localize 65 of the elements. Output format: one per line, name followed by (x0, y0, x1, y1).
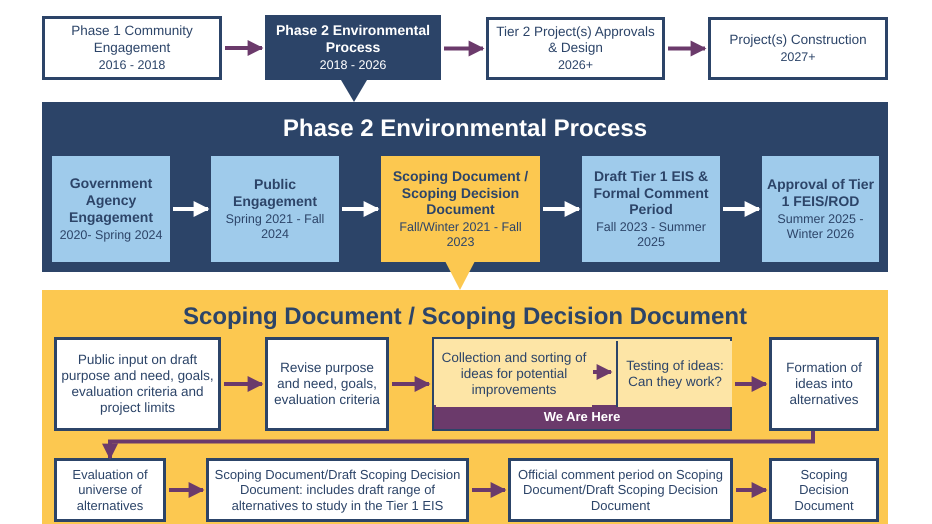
step-box (762, 156, 879, 262)
step-title: Formation of ideas into alternatives (785, 360, 863, 408)
process-box (508, 458, 733, 522)
step-title: Phase 2 Environmental Process (274, 22, 432, 56)
date-range: 2026+ (558, 58, 594, 74)
arrow (472, 482, 507, 498)
arrow (224, 376, 264, 392)
step-title: Official comment period on Scoping Document/Draft Scoping Decision Document (517, 467, 724, 513)
arrow (173, 201, 210, 217)
step-title: Project(s) Construction (729, 32, 867, 48)
arrow (444, 40, 485, 56)
scoping-panel (42, 290, 888, 524)
process-box (769, 337, 879, 431)
status-label: We Are Here (544, 408, 620, 426)
date-range: Fall 2023 - Summer 2025 (595, 220, 707, 250)
step-title: Scoping Decision Document (793, 467, 855, 513)
process-box (206, 458, 469, 522)
date-range: 2018 - 2026 (320, 58, 386, 73)
date-range: 2016 - 2018 (98, 58, 166, 73)
step-box (381, 156, 540, 262)
process-box (708, 17, 888, 80)
process-box (616, 341, 732, 407)
arrow (102, 431, 815, 460)
date-range: 2020- Spring 2024 (60, 228, 162, 243)
step-title: Testing of ideas: Can they work? (625, 358, 725, 390)
step-box (211, 156, 339, 262)
arrow (723, 201, 761, 217)
arrow (735, 376, 768, 392)
arrow (543, 201, 581, 217)
date-range: Fall/Winter 2021 - Fall 2023 (398, 220, 523, 250)
phase-box (265, 15, 441, 80)
step-title: Approval of Tier 1 FEIS/ROD (766, 176, 875, 210)
process-box (486, 17, 665, 80)
process-box (769, 458, 879, 522)
step-title: Government Agency Engagement (68, 175, 154, 226)
step-title: Collection and sorting of ideas for potential improvements (440, 350, 588, 398)
step-title: Evaluation of universe of alternatives (71, 467, 149, 513)
step-title: Draft Tier 1 EIS & Formal Comment Period (592, 168, 710, 218)
process-box (42, 16, 222, 80)
process-box (54, 337, 221, 431)
arrow (342, 201, 380, 217)
arrow (593, 364, 613, 380)
process-box (54, 458, 166, 522)
panel-title: Phase 2 Environmental Process (282, 114, 648, 144)
date-range: Summer 2025 - Winter 2026 (776, 212, 865, 242)
step-title: Scoping Document / Scoping Decision Document (392, 168, 530, 218)
step-title: Public input on draft purpose and need, goals, evaluation criteria and project limits (61, 352, 214, 416)
current-step-group (432, 337, 732, 431)
date-range: Spring 2021 - Fall 2024 (224, 212, 326, 242)
date-range: 2027+ (780, 50, 816, 66)
step-box (582, 156, 720, 262)
panel-title: Scoping Document / Scoping Decision Document (182, 302, 748, 332)
step-title: Public Engagement (232, 176, 318, 210)
arrow (392, 376, 431, 392)
step-title: Revise purpose and need, goals, evaluation criteria (273, 360, 381, 408)
arrow (736, 482, 768, 498)
step-box (52, 156, 170, 262)
phase-panel (42, 102, 888, 272)
arrow (668, 40, 707, 56)
step-title: Scoping Document/Draft Scoping Decision Document: includes draft range of alternatives to study in the Tier 1 EIS (214, 467, 462, 513)
arrow (225, 40, 264, 56)
step-title: Tier 2 Project(s) Approvals & Design (495, 24, 656, 56)
process-box (265, 337, 389, 431)
step-title: Phase 1 Community Engagement (70, 23, 194, 56)
arrow (169, 482, 205, 498)
